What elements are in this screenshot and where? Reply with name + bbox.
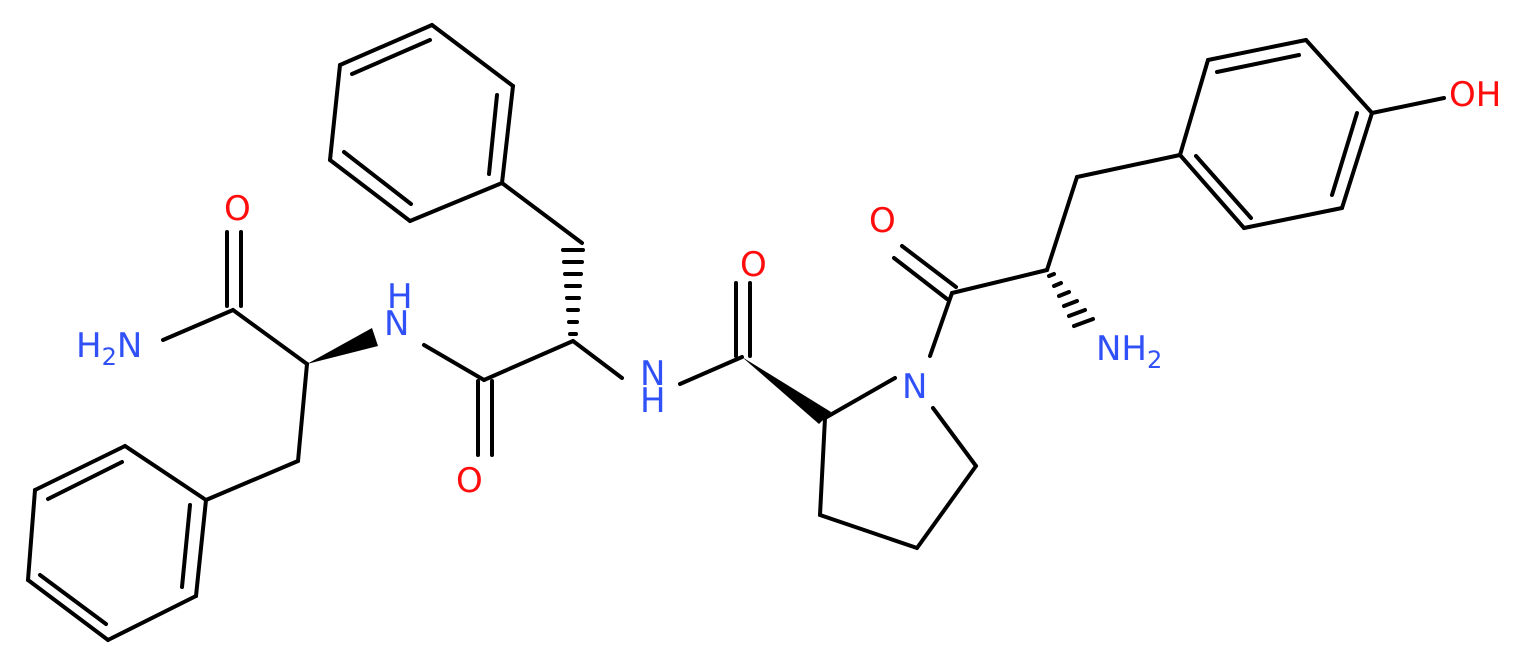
bond-camide-n: [161, 308, 235, 342]
wedge-bond-1: [307, 328, 378, 364]
phe-ring-top: [328, 23, 515, 223]
bond-ring-oh: [1370, 96, 1446, 115]
hydroxyl-label: OH: [1449, 75, 1501, 115]
bond-ch2-ring2: [500, 181, 584, 245]
bond-co4-calpha4: [950, 268, 1049, 295]
tyr-ring: [1178, 38, 1374, 230]
phe-ring-bottom: [26, 444, 208, 642]
nh1-h-label: H: [387, 277, 413, 317]
nh1-n-label: N: [384, 304, 409, 344]
wedge-bond-3: [742, 357, 831, 424]
bond-co2-calpha2: [482, 339, 575, 382]
bond-co4-b: [892, 256, 949, 301]
hash-bond-2: [561, 248, 585, 336]
bond-nh1-co: [422, 343, 486, 382]
bond-ring-ch2: [204, 459, 300, 502]
bond-calpha-camide: [231, 308, 309, 366]
bond-calpha4-ch2: [1045, 175, 1079, 272]
amide-nh2-label: H2N: [76, 326, 142, 371]
bond-calpha2-nh2: [571, 339, 624, 380]
proline-ring: [818, 376, 978, 550]
tyr-nh2-label: NH2: [1096, 329, 1162, 374]
proline-n-label: N: [902, 367, 927, 407]
bond-ch2-ring4: [1075, 153, 1182, 179]
oxygen-2-label: O: [456, 461, 483, 501]
bond-nh2-co3: [678, 355, 744, 386]
bond-co4-a: [900, 244, 958, 289]
oxygen-3-label: O: [740, 245, 767, 285]
hash-bond-4: [1047, 272, 1095, 328]
bond-pro-n-co4: [928, 291, 954, 358]
amide-oxygen-label: O: [224, 189, 251, 229]
nh2-n-label: N: [640, 354, 665, 394]
nh2-h-label: H: [640, 381, 666, 421]
oxygen-4-label: O: [869, 201, 896, 241]
bond-ch2-calpha: [296, 362, 309, 463]
